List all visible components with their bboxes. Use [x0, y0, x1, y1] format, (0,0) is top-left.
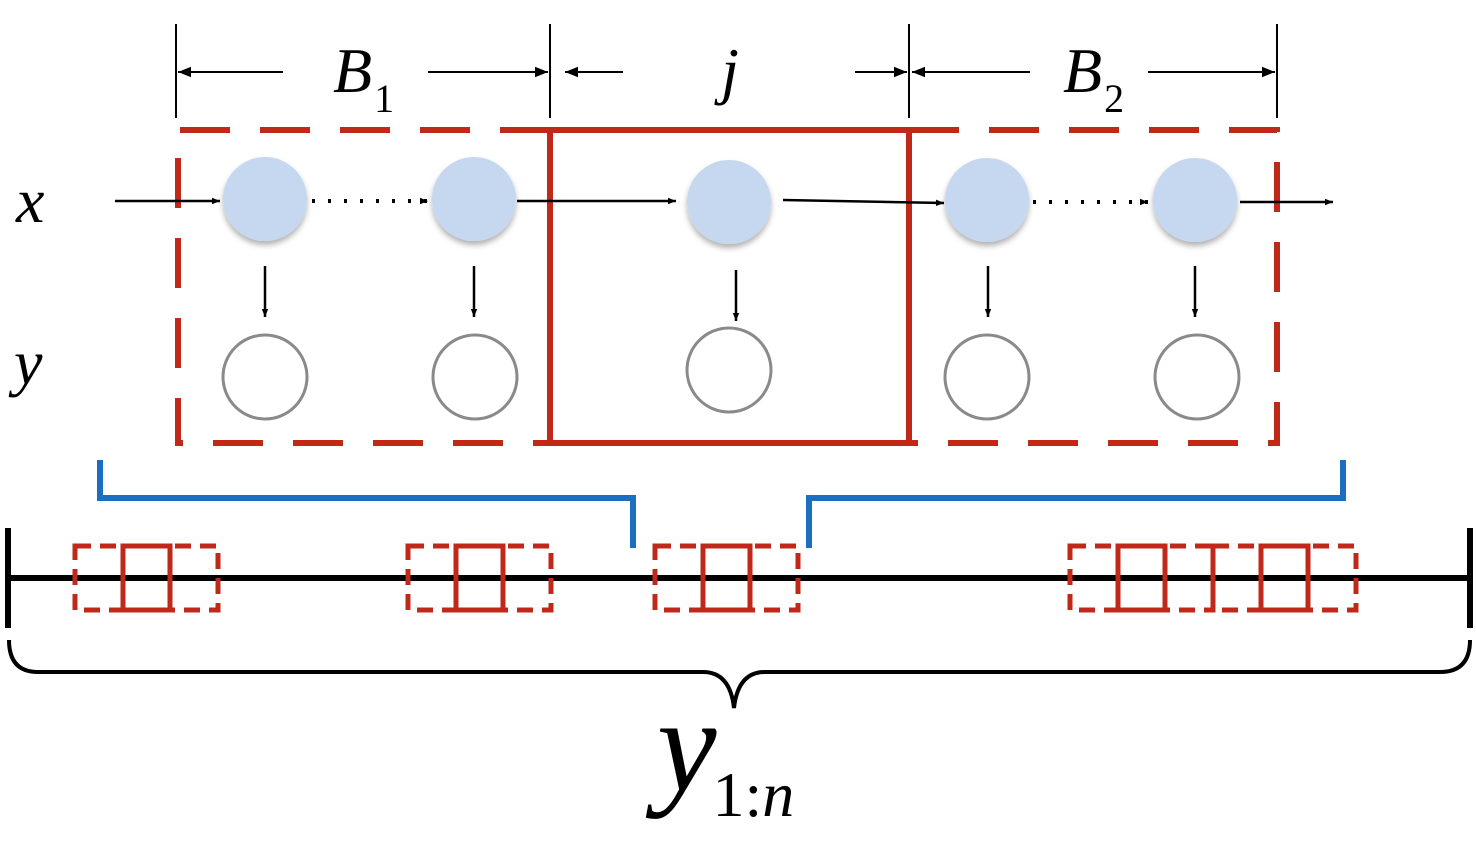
observed-node — [431, 333, 519, 421]
center-label: j — [714, 35, 739, 106]
latent-nodes — [223, 157, 1237, 244]
row-label-x: x — [15, 165, 44, 236]
right-bracket — [806, 460, 1346, 548]
observed-node — [685, 326, 773, 414]
latent-node — [432, 157, 516, 241]
block1-label: B1 — [333, 35, 394, 121]
observed-node — [1153, 333, 1241, 421]
block1-dashed-box — [175, 127, 550, 446]
latent-node — [687, 160, 771, 244]
dimension-markers — [175, 24, 1278, 118]
left-bracket — [97, 460, 636, 548]
x-edge — [782, 198, 945, 207]
observed-node — [943, 333, 1031, 421]
block-boxes — [175, 127, 1280, 446]
mini-block-icon — [72, 543, 221, 613]
mini-block-icon — [405, 543, 554, 613]
x-chain — [115, 197, 1333, 207]
observed-node — [221, 333, 309, 421]
blue-brackets — [97, 460, 1346, 548]
sequence-axis — [5, 528, 1473, 628]
latent-node — [223, 157, 307, 241]
emission-arrows — [261, 266, 1199, 321]
mini-block-icon — [652, 543, 801, 613]
row-label-y: y — [8, 327, 43, 398]
latent-node — [1153, 158, 1237, 242]
mini-block-icon — [1210, 543, 1359, 613]
block2-dashed-box — [909, 127, 1280, 446]
block2-label: B2 — [1063, 35, 1124, 121]
latent-node — [945, 158, 1029, 242]
mini-blocks — [72, 543, 1359, 613]
center-block-box — [547, 127, 912, 446]
sequence-underbrace — [7, 639, 1472, 709]
observed-nodes — [221, 326, 1241, 421]
sequence-label: y1:n — [645, 671, 794, 830]
